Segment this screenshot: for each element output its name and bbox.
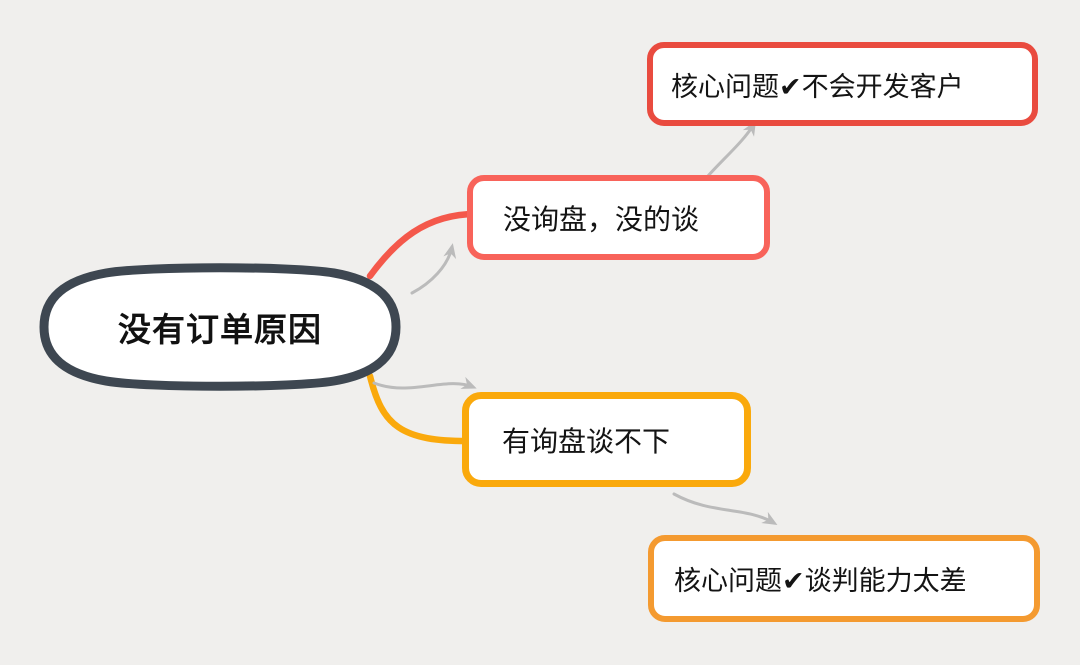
branch-line-top <box>366 210 480 280</box>
arrow-branch-bottom-to-leaf-bottom <box>672 492 778 526</box>
leaf-node-poor-negotiation[interactable]: 核心问题✔谈判能力太差 <box>648 535 1040 622</box>
root-node[interactable]: 没有订单原因 <box>35 262 405 392</box>
branch-node-inquiry-no-deal-label: 有询盘谈不下 <box>502 425 671 457</box>
leaf-node-cannot-develop-customers-label: 核心问题✔不会开发客户 <box>671 71 964 102</box>
branch-node-no-inquiry[interactable]: 没询盘，没的谈 <box>467 175 770 260</box>
root-node-label: 没有订单原因 <box>118 311 322 348</box>
arrow-root-to-branch-bottom <box>372 376 477 390</box>
branch-node-no-inquiry-label: 没询盘，没的谈 <box>503 203 700 235</box>
arrow-branch-top-to-leaf-top <box>706 120 757 178</box>
branch-node-inquiry-no-deal[interactable]: 有询盘谈不下 <box>462 392 751 487</box>
leaf-node-cannot-develop-customers[interactable]: 核心问题✔不会开发客户 <box>647 42 1038 126</box>
root-node-shape <box>39 263 401 391</box>
arrow-root-to-branch-top <box>410 243 457 295</box>
leaf-node-poor-negotiation-label: 核心问题✔谈判能力太差 <box>674 566 967 596</box>
branch-line-bottom <box>366 372 476 445</box>
